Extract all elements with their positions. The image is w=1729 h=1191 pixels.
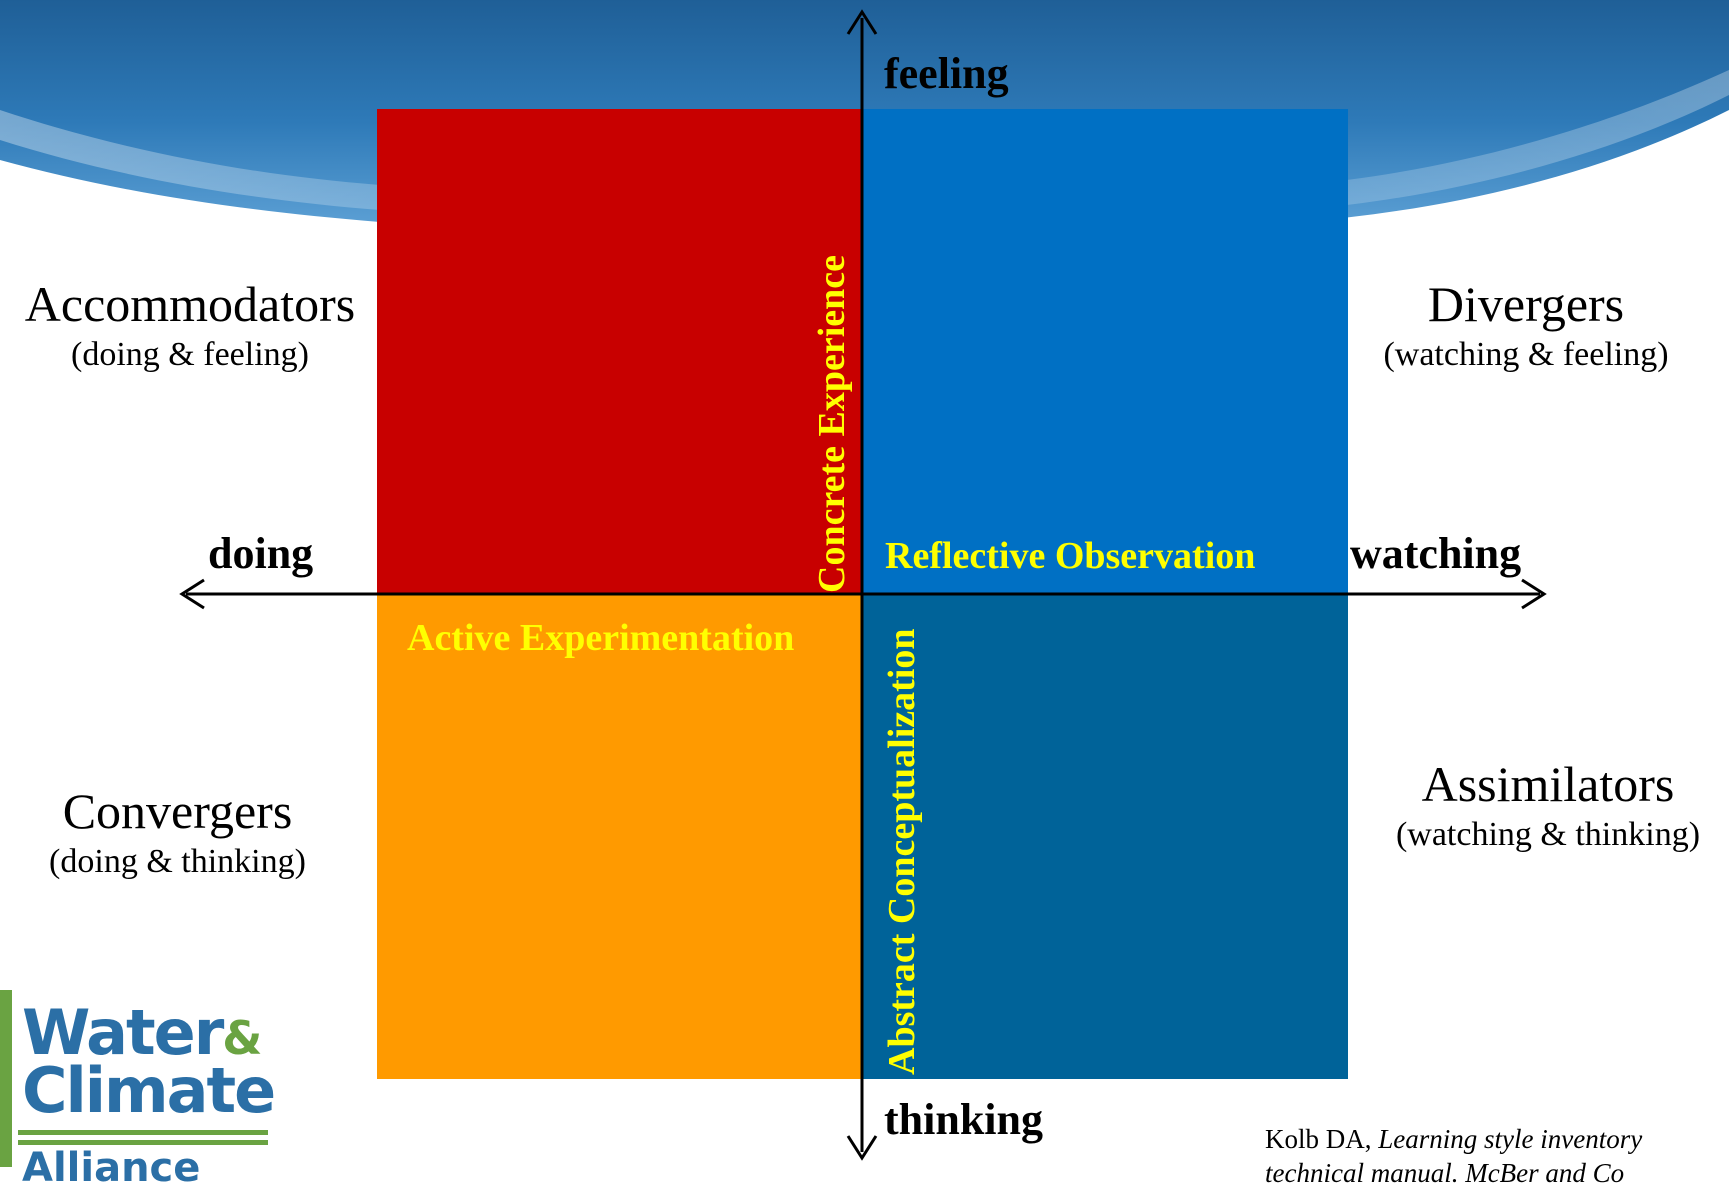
logo-alliance: Alliance xyxy=(22,1145,201,1191)
citation-title: Learning style inventory xyxy=(1378,1124,1643,1154)
mode-concrete-experience: Concrete Experience xyxy=(811,254,853,593)
style-assimilators-name: Assimilators xyxy=(1421,756,1675,812)
water-climate-alliance-logo: Water& Climate Alliance xyxy=(0,990,280,1188)
arrow-down-icon xyxy=(846,1135,878,1161)
style-convergers-subtitle: (doing & thinking) xyxy=(49,843,306,880)
logo-water: Water& xyxy=(22,996,262,1069)
style-accommodators-name: Accommodators xyxy=(24,276,356,332)
mode-active-experimentation: Active Experimentation xyxy=(407,617,795,659)
logo-bar xyxy=(0,990,12,1167)
mode-reflective-observation: Reflective Observation xyxy=(885,535,1256,577)
style-assimilators-subtitle: (watching & thinking) xyxy=(1395,816,1701,853)
axis-label-watching: watching xyxy=(1350,529,1522,578)
axes xyxy=(179,9,1547,1161)
quadrant-convergers xyxy=(377,594,861,1079)
quadrant-divergers xyxy=(861,109,1348,594)
logo-rule xyxy=(18,1140,268,1145)
citation: Kolb DA, Learning style inventory xyxy=(1265,1124,1642,1155)
style-convergers-name: Convergers xyxy=(62,783,293,839)
citation-author: Kolb DA, xyxy=(1265,1124,1379,1154)
style-divergers-subtitle: (watching & feeling) xyxy=(1383,336,1669,373)
axis-label-doing: doing xyxy=(208,529,314,578)
citation-line2: technical manual. McBer and Co xyxy=(1265,1158,1625,1188)
quadrant-assimilators xyxy=(861,594,1348,1079)
style-accommodators-subtitle: (doing & feeling) xyxy=(71,336,309,373)
axis-label-thinking: thinking xyxy=(884,1095,1043,1144)
arrow-right-icon xyxy=(1521,578,1547,610)
axis-label-feeling: feeling xyxy=(884,49,1009,98)
style-divergers-name: Divergers xyxy=(1427,276,1625,332)
arrow-up-icon xyxy=(846,9,878,35)
logo-climate: Climate xyxy=(22,1054,276,1127)
mode-abstract-conceptualization: Abstract Conceptualization xyxy=(881,628,923,1075)
quadrant-accommodators xyxy=(377,109,861,594)
logo-rule xyxy=(18,1130,268,1135)
arrow-left-icon xyxy=(179,578,205,610)
